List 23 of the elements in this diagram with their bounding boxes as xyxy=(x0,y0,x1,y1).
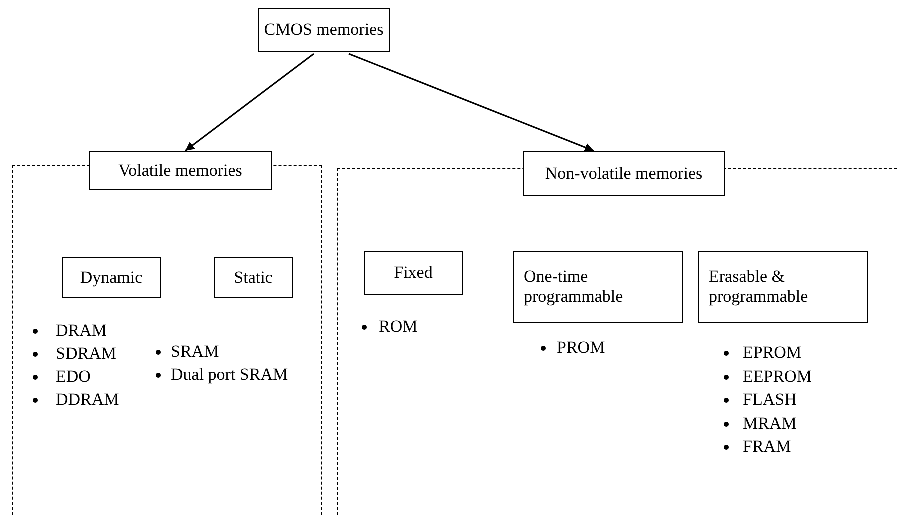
category-box: Non-volatile memories xyxy=(523,151,725,196)
category-box: Fixed xyxy=(364,251,463,295)
category-box: Erasable & programmable xyxy=(698,251,868,323)
list-item-text: PROM xyxy=(557,338,606,358)
list-item-text: DRAM xyxy=(56,321,108,341)
list-item-text: ROM xyxy=(379,317,418,337)
category-box: Dynamic xyxy=(62,257,161,298)
list-item-text: SDRAM xyxy=(56,344,116,364)
category-box: Static xyxy=(214,257,293,298)
list-item-text: MRAM xyxy=(743,414,797,434)
list-item-text: EEPROM xyxy=(743,366,812,386)
list-item-text: FLASH xyxy=(743,390,797,410)
list-item-text: EDO xyxy=(56,367,91,387)
list-item-text: SRAM xyxy=(171,342,220,362)
arrow xyxy=(185,53,314,152)
category-box: CMOS memories xyxy=(258,8,390,52)
list-item-text: EPROM xyxy=(743,343,802,363)
arrow xyxy=(348,53,594,152)
list-item-text: Dual port SRAM xyxy=(171,365,288,385)
category-box: Volatile memories xyxy=(89,151,272,190)
category-box: One-time programmable xyxy=(513,251,683,323)
list-item-text: FRAM xyxy=(743,437,792,457)
list-item-text: DDRAM xyxy=(56,390,120,410)
